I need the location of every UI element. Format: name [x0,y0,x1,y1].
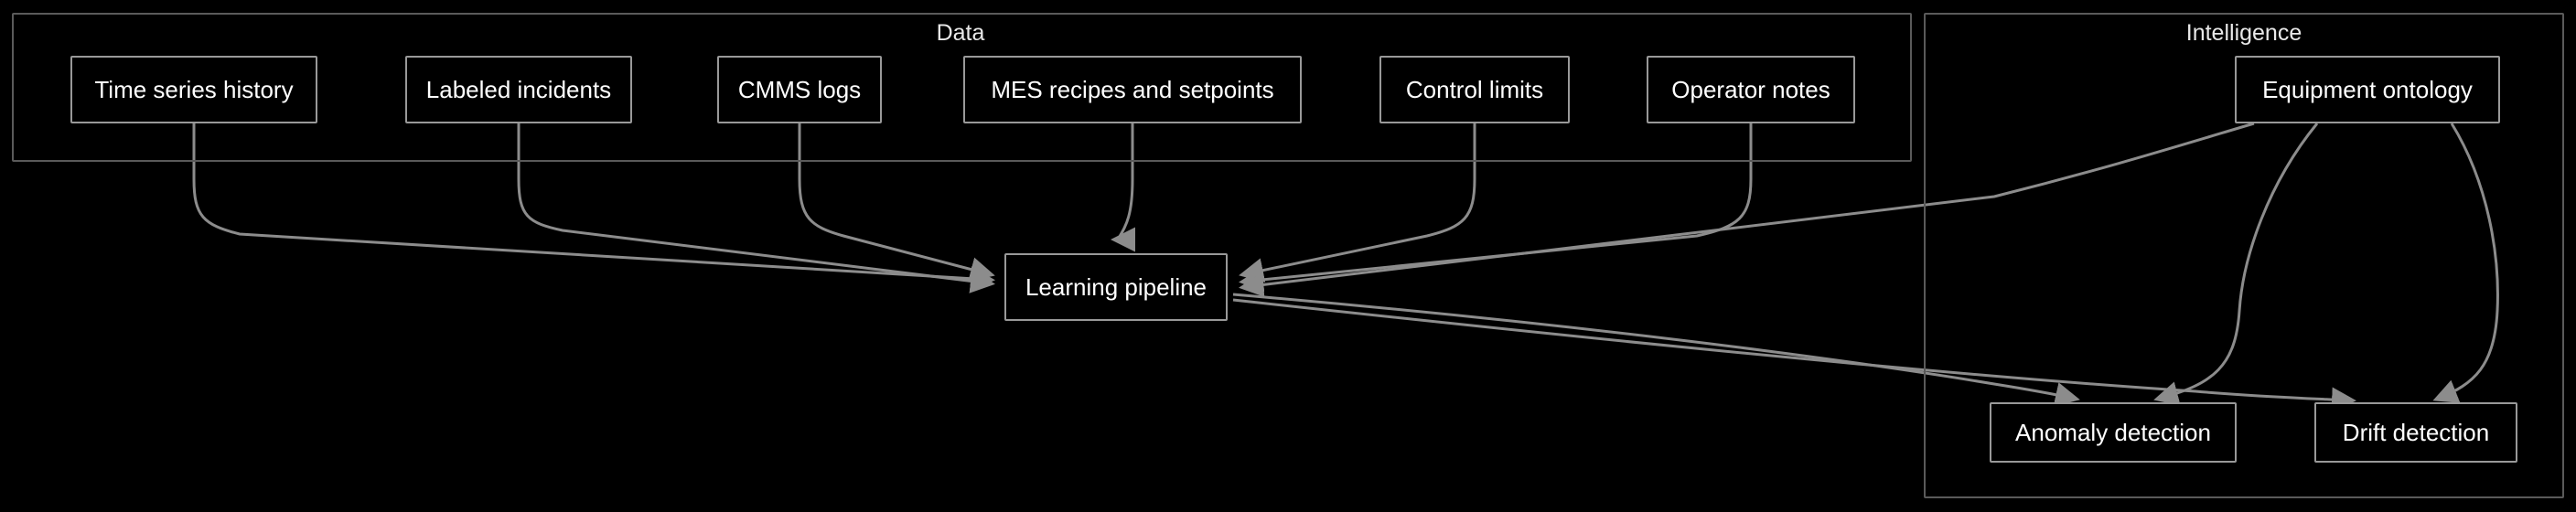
node-mes_recipes[interactable]: MES recipes and setpoints [963,56,1302,123]
node-label-operator_notes: Operator notes [1671,76,1830,103]
cluster-intelligence [1924,13,2564,498]
node-cmms_logs[interactable]: CMMS logs [717,56,882,123]
node-label-labeled_incidents: Labeled incidents [425,76,612,103]
node-label-equipment_ontology: Equipment ontology [2262,76,2473,103]
cluster-data [12,13,1912,162]
node-time_series_history[interactable]: Time series history [70,56,317,123]
node-label-drift_detection: Drift detection [2342,419,2490,446]
node-equipment_ontology[interactable]: Equipment ontology [2235,56,2500,123]
node-anomaly_detection[interactable]: Anomaly detection [1990,402,2237,463]
node-label-cmms_logs: CMMS logs [737,76,862,103]
node-operator_notes[interactable]: Operator notes [1647,56,1855,123]
cluster-label-intelligence: Intelligence [2185,20,2302,46]
node-control_limits[interactable]: Control limits [1379,56,1570,123]
node-label-learning_pipeline: Learning pipeline [1025,273,1208,301]
node-label-control_limits: Control limits [1405,76,1544,103]
node-label-anomaly_detection: Anomaly detection [2015,419,2211,446]
node-learning_pipeline[interactable]: Learning pipeline [1004,253,1228,321]
node-drift_detection[interactable]: Drift detection [2314,402,2517,463]
cluster-label-data: Data [936,20,985,46]
node-labeled_incidents[interactable]: Labeled incidents [405,56,632,123]
node-label-mes_recipes: MES recipes and setpoints [991,76,1274,103]
node-label-time_series_history: Time series history [94,76,294,103]
